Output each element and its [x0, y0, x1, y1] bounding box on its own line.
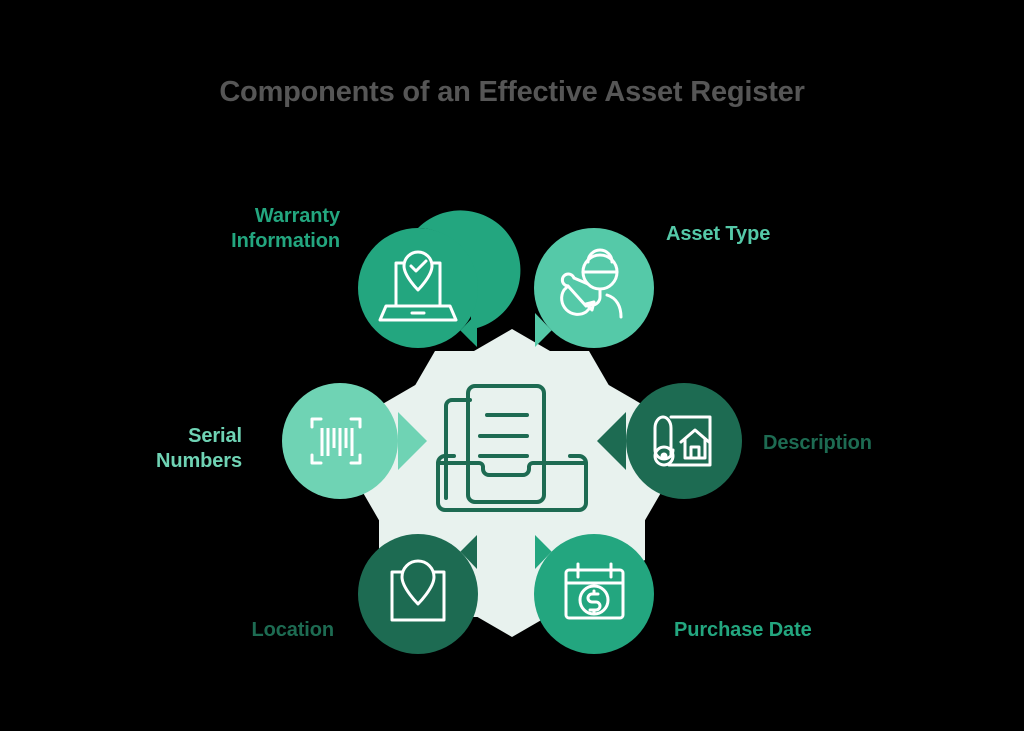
node-location[interactable] [358, 534, 478, 654]
label-description: Description [763, 432, 872, 454]
node-asset-type[interactable] [534, 228, 654, 348]
label-warranty-information: Warranty Information [231, 205, 340, 252]
node-warranty-information[interactable] [358, 210, 521, 348]
label-purchase-date: Purchase Date [674, 619, 812, 641]
node-purchase-date[interactable] [534, 534, 654, 654]
label-asset-type: Asset Type [666, 223, 771, 245]
document-tray-icon [436, 384, 588, 512]
label-serial-numbers: Serial Numbers [156, 425, 242, 472]
node-description[interactable] [597, 383, 742, 499]
page-title: Components of an Effective Asset Registe… [219, 76, 805, 108]
node-serial-numbers[interactable] [282, 383, 427, 499]
label-location: Location [251, 619, 334, 641]
